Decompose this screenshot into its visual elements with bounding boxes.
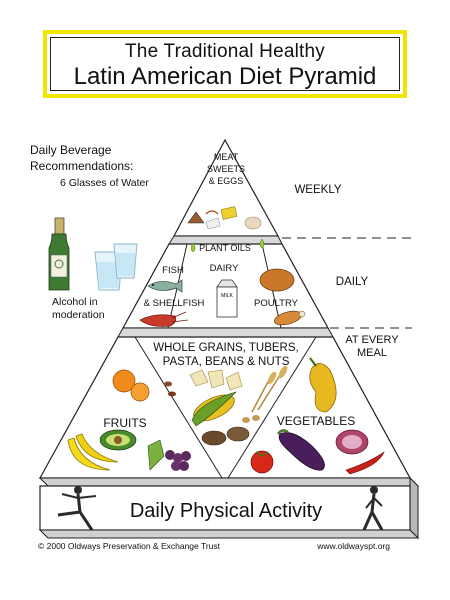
water-glasses-icon <box>94 243 138 291</box>
beans-icon <box>164 381 176 397</box>
poultry-label: POULTRY <box>254 298 299 309</box>
wheat-icon <box>251 365 288 413</box>
copyright-text: © 2000 Oldways Preservation & Exchange T… <box>38 541 221 551</box>
fruits-label: FRUITS <box>103 416 146 430</box>
website-url: www.oldwayspt.org <box>316 541 390 551</box>
physical-activity-label: Daily Physical Activity <box>130 500 322 522</box>
base-side-face <box>409 476 419 540</box>
orange-icon <box>112 369 150 402</box>
tier-band-2 <box>117 327 334 338</box>
grapes-icon <box>147 439 191 471</box>
weekly-label: WEEKLY <box>294 184 341 196</box>
at-every-meal-line-1: AT EVERY <box>345 334 399 346</box>
bottom-divider-right <box>227 336 317 479</box>
water-recommendation: 6 Glasses of Water <box>60 177 149 189</box>
onion-icon <box>335 429 369 455</box>
milk-carton-icon: MILK <box>216 279 238 318</box>
top-tier-line-3: & EGGS <box>209 176 244 186</box>
title-frame: The Traditional Healthy Latin American D… <box>43 30 407 98</box>
title-line-1: The Traditional Healthy <box>125 41 325 62</box>
tomato-icon <box>250 450 274 474</box>
daily-label: DAILY <box>336 276 369 288</box>
oil-drop-icons <box>190 238 265 253</box>
vegetables-label: VEGETABLES <box>277 414 355 428</box>
squash-icon <box>309 357 337 413</box>
corn-icon <box>191 391 238 427</box>
eggplant-icon <box>276 429 325 471</box>
top-tier-line-1: MEAT <box>214 152 239 162</box>
fish-label: FISH <box>162 265 184 276</box>
alcohol-recommendation: Alcohol in moderation <box>52 296 105 321</box>
bottom-divider-left <box>134 336 223 479</box>
base-front-face <box>39 485 411 531</box>
eggs-sweets-icon <box>187 206 262 230</box>
shellfish-icon <box>139 311 189 327</box>
shellfish-label: & SHELLFISH <box>144 298 205 309</box>
potatoes-icon <box>201 426 250 446</box>
title-line-2: Latin American Diet Pyramid <box>73 63 377 90</box>
dairy-label: DAIRY <box>210 263 240 274</box>
grains-line-2: PASTA, BEANS & NUTS <box>163 356 290 368</box>
banana-icon <box>67 433 119 471</box>
base-top-face <box>38 477 420 487</box>
title-inner-frame: The Traditional Healthy Latin American D… <box>50 37 400 91</box>
nuts-icon <box>242 415 260 423</box>
wine-bottle-icon <box>48 217 70 291</box>
milk-label: MILK <box>221 293 233 299</box>
grains-line-1: WHOLE GRAINS, TUBERS, <box>153 342 298 354</box>
avocado-icon <box>99 429 137 451</box>
fish-icon <box>147 279 183 293</box>
poultry-icon <box>259 268 306 326</box>
chili-pepper-icon <box>345 451 385 475</box>
beverage-heading: Daily Beverage Recommendations: <box>30 143 134 173</box>
at-every-meal-line-2: MEAL <box>357 347 387 359</box>
pasta-icon <box>189 369 243 391</box>
plant-oils-label: PLANT OILS <box>199 243 251 253</box>
top-tier-line-2: SWEETS <box>207 164 245 174</box>
dancer-figure-icon <box>57 486 97 531</box>
walker-figure-icon <box>362 486 384 531</box>
